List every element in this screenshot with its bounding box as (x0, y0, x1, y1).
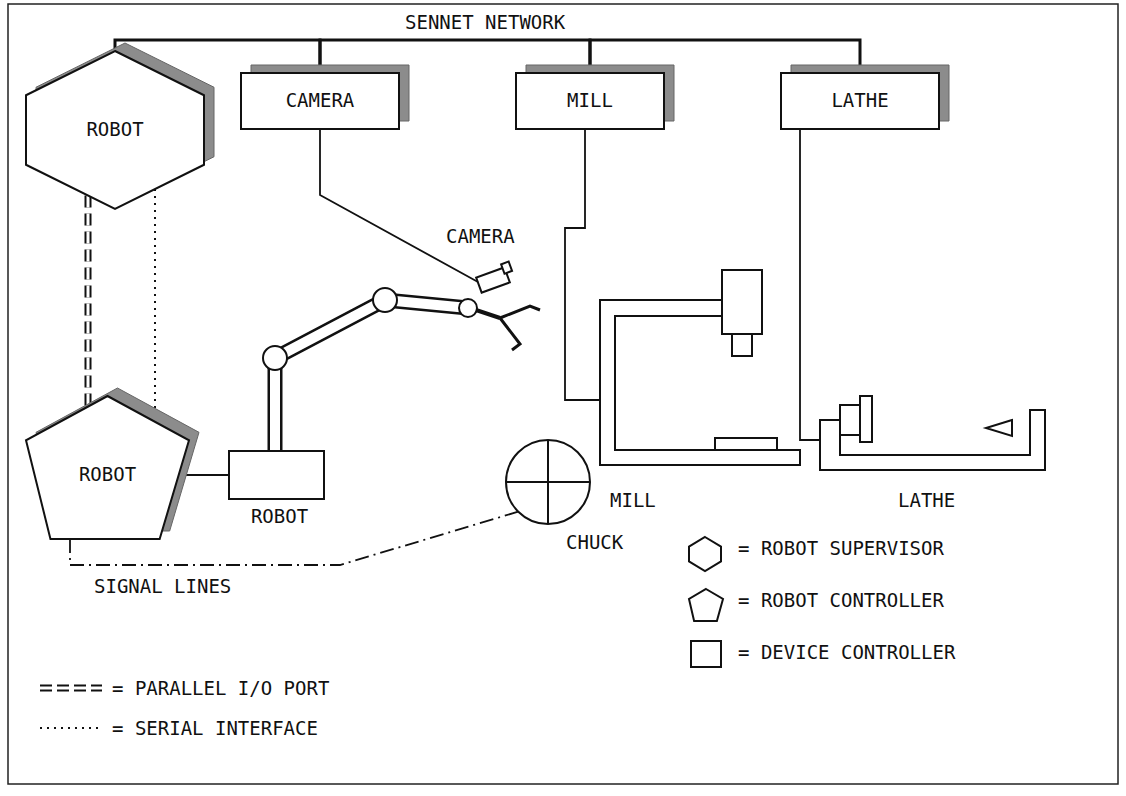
robot-supervisor: ROBOT (25, 50, 205, 210)
node-text-holder: CHUCK (566, 532, 623, 554)
node-label: ROBOT (79, 464, 136, 486)
node-text-holder: MILL (515, 72, 665, 130)
part-name: CAMERA (446, 226, 515, 248)
node-text-holder: ROBOT (25, 395, 190, 540)
node-label: LATHE (831, 90, 888, 112)
node-text-holder: CAMERA (240, 72, 400, 130)
network-name: SENNET NETWORK (405, 12, 565, 34)
part-name: MILL (610, 490, 656, 512)
legend-sample (40, 716, 104, 756)
node-text-holder: ROBOT (228, 506, 331, 528)
node-label: CAMERA (286, 90, 355, 112)
mill-figure (565, 130, 800, 465)
robot-base: ROBOT (228, 450, 331, 532)
node-label: CHUCK (566, 532, 623, 554)
camera-figure (320, 130, 512, 293)
legend-sample (40, 676, 104, 716)
device-controller-box: LATHE (780, 72, 940, 130)
legend-text: = PARALLEL I/O PORT (112, 678, 329, 700)
robot-base-outline (228, 450, 325, 500)
part-name: LATHE (898, 490, 955, 512)
legend-text: = ROBOT SUPERVISOR (738, 538, 944, 560)
robot-arm (263, 288, 540, 452)
legend-text: = DEVICE CONTROLLER (738, 642, 955, 664)
node-label: ROBOT (86, 119, 143, 141)
node-text-holder: ROBOT (25, 50, 205, 210)
edge-label: SIGNAL LINES (92, 576, 233, 598)
device-controller-box: MILL (515, 72, 665, 130)
node-label: MILL (567, 90, 613, 112)
chuck-circle (504, 438, 592, 526)
serial-interface-line (155, 189, 156, 422)
lathe-figure (800, 130, 1045, 470)
robot-controller: ROBOT (25, 395, 190, 540)
node-text-holder: LATHE (780, 72, 940, 130)
device-controller-box: CAMERA (240, 72, 400, 130)
node-label: ROBOT (228, 506, 331, 528)
parallel-io-port-line (88, 196, 89, 407)
legend-text: = SERIAL INTERFACE (112, 718, 318, 740)
frame-border (8, 4, 1118, 784)
legend-text: = ROBOT CONTROLLER (738, 590, 944, 612)
